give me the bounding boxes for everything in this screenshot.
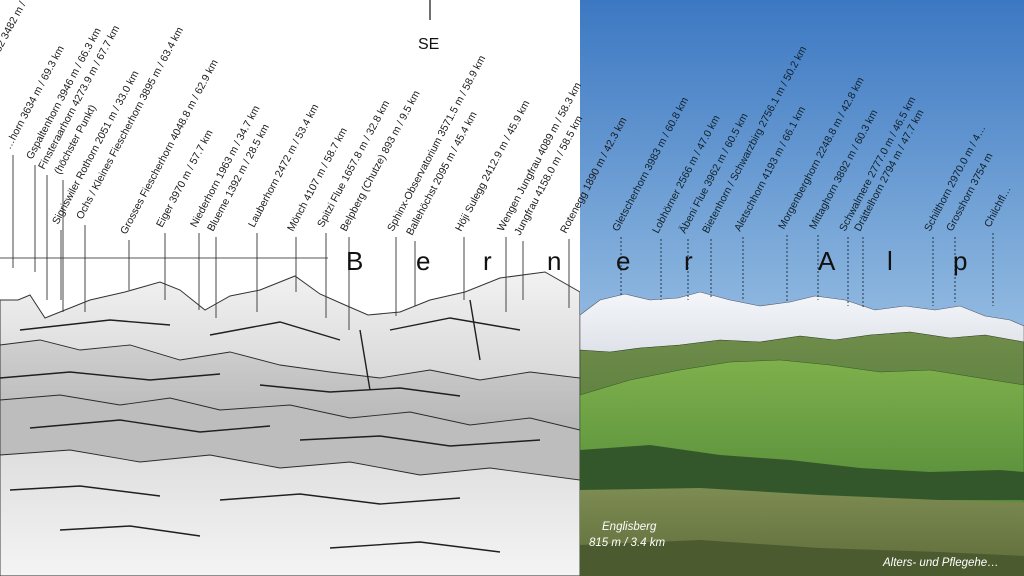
photo-panel: Englisberg 815 m / 3.4 km Alters- und Pf… bbox=[579, 0, 1024, 576]
place-label-englisberg: Englisberg bbox=[602, 521, 657, 533]
range-name-letter: p bbox=[953, 246, 967, 276]
relief-panel: SE bbox=[0, 0, 581, 576]
range-name-letter: r bbox=[684, 246, 693, 276]
peak-leader-lines bbox=[12, 155, 994, 330]
place-label-englisberg-detail: 815 m / 3.4 km bbox=[589, 537, 665, 549]
range-name-letter: B bbox=[346, 246, 363, 276]
relief-contour-lines bbox=[0, 299, 541, 553]
photo-foreground-shadow bbox=[580, 540, 1024, 576]
photo-forest-band bbox=[580, 445, 1024, 500]
relief-front-hills bbox=[0, 449, 581, 576]
range-name-letter: A bbox=[818, 246, 836, 276]
range-name-letter: l bbox=[887, 246, 893, 276]
place-label-pflegeheim: Alters- und Pflegehe… bbox=[882, 557, 999, 569]
range-name-letter: r bbox=[483, 246, 492, 276]
range-name-letter: n bbox=[547, 246, 561, 276]
range-name-letter: e bbox=[416, 246, 430, 276]
direction-label: SE bbox=[418, 36, 439, 53]
range-name-letter: e bbox=[616, 246, 630, 276]
